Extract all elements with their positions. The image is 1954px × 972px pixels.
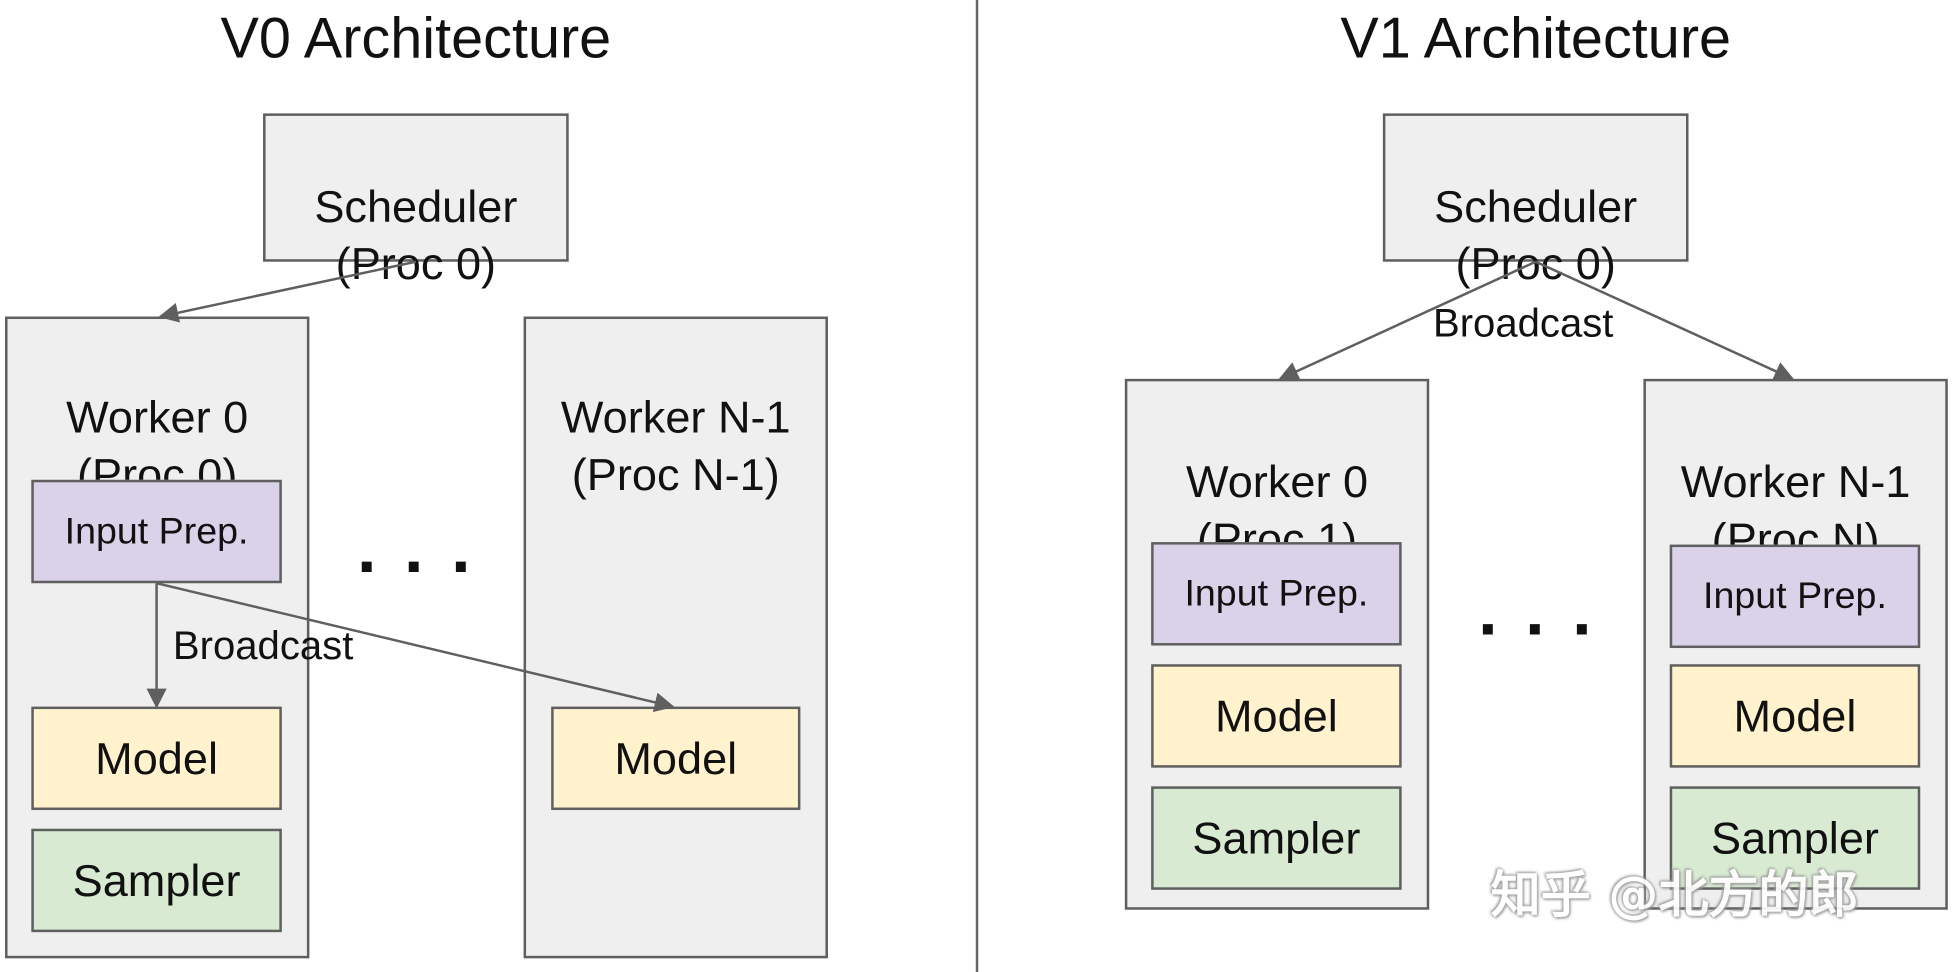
v0-worker-0-input-prep: Input Prep. — [31, 479, 282, 584]
v0-worker-0-sampler: Sampler — [31, 828, 282, 933]
v0-worker-n-1-model: Model — [551, 706, 801, 811]
v0-worker-n-1-box: Worker N-1 (Proc N-1) — [523, 316, 828, 959]
v1-title: V1 Architecture — [1340, 4, 1732, 70]
v0-ellipsis: ... — [356, 508, 499, 587]
v0-title: V0 Architecture — [220, 4, 612, 70]
v1-scheduler-box: Scheduler (Proc 0) — [1382, 113, 1689, 289]
v0-scheduler-label: Scheduler (Proc 0) — [314, 180, 518, 290]
v0-worker-0-model: Model — [31, 706, 282, 811]
v0-scheduler-box: Scheduler (Proc 0) — [263, 113, 569, 289]
v1-scheduler-label: Scheduler (Proc 0) — [1434, 180, 1638, 290]
v1-worker-0-model: Model — [1151, 664, 1402, 768]
v1-ellipsis: ... — [1478, 570, 1620, 650]
v1-worker-n-1-input-prep: Input Prep. — [1669, 544, 1921, 649]
zhihu-watermark: 知乎 @北方的郎 — [1490, 867, 1859, 925]
v1-worker-0-input-prep: Input Prep. — [1151, 542, 1402, 646]
v1-worker-n-1-model: Model — [1669, 664, 1921, 768]
v1-broadcast-label: Broadcast — [1432, 300, 1614, 346]
v0-broadcast-label: Broadcast — [172, 623, 354, 668]
v1-worker-0-sampler: Sampler — [1151, 786, 1402, 890]
v1-worker-n-1-sampler: Sampler — [1669, 786, 1921, 890]
panel-divider — [975, 0, 979, 972]
v0-worker-n-1-label: Worker N-1 (Proc N-1) — [560, 391, 791, 500]
